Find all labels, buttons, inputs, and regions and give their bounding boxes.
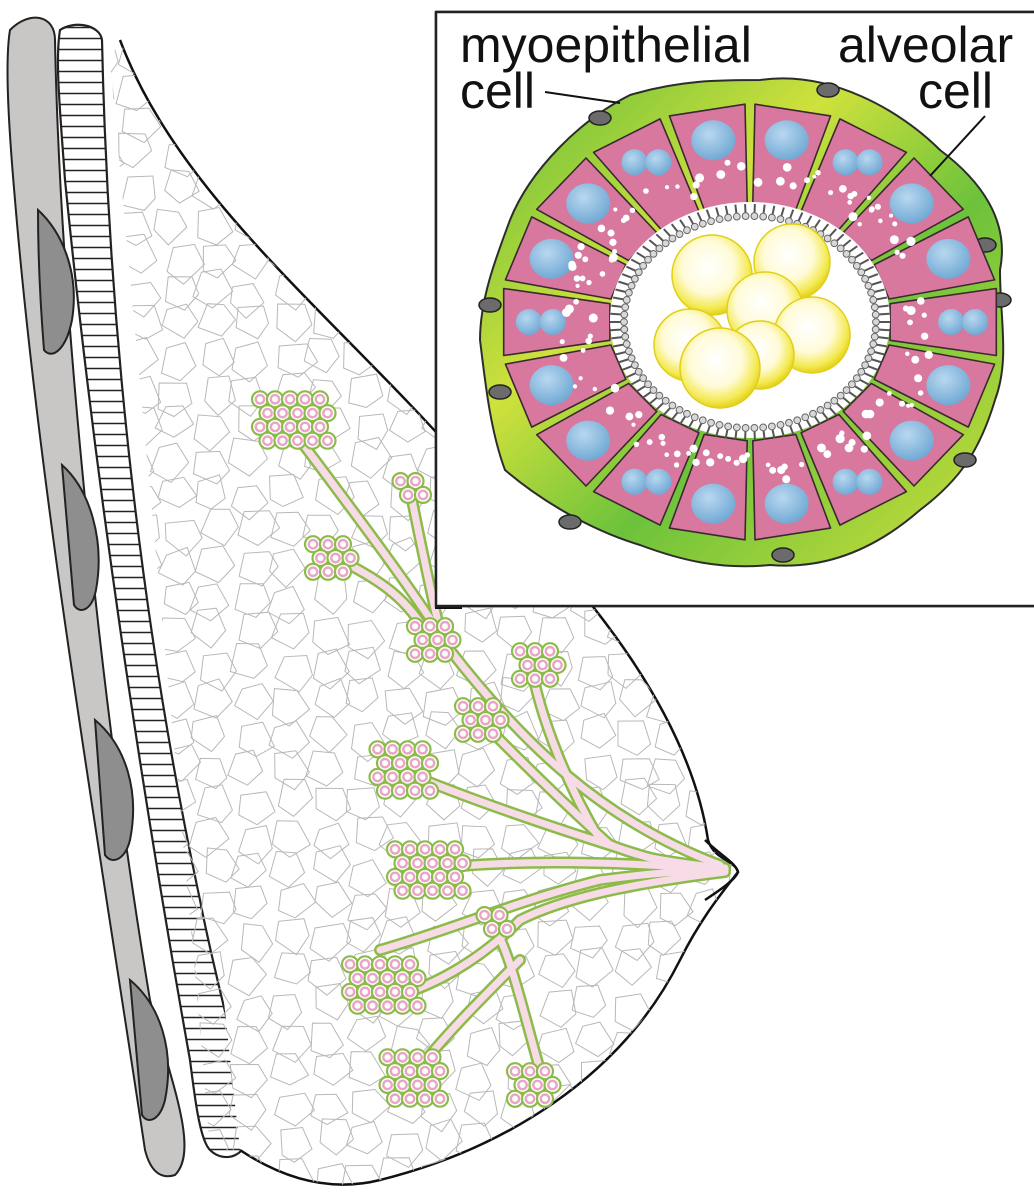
alveolus bbox=[522, 1091, 538, 1107]
alveolus bbox=[422, 646, 438, 662]
nucleus bbox=[621, 469, 647, 495]
nucleus bbox=[516, 309, 542, 335]
alveolus bbox=[455, 726, 471, 742]
myoepithelial-nucleus bbox=[489, 385, 511, 399]
alveolus bbox=[402, 1091, 418, 1107]
alveolus bbox=[417, 1091, 433, 1107]
nucleus bbox=[765, 484, 809, 524]
nucleus bbox=[566, 421, 610, 461]
nucleus bbox=[691, 484, 735, 524]
alveolus bbox=[470, 726, 486, 742]
alveolus-inset: myoepithelial cell alveolar cell bbox=[436, 12, 1034, 606]
alveolus bbox=[320, 564, 336, 580]
nucleus bbox=[645, 149, 671, 175]
nucleus bbox=[621, 149, 647, 175]
alveolus bbox=[377, 783, 393, 799]
alveolus bbox=[395, 998, 411, 1014]
alveolus bbox=[410, 998, 426, 1014]
nucleus bbox=[833, 469, 859, 495]
alveolus bbox=[484, 921, 500, 937]
alveolus bbox=[512, 671, 528, 687]
alveolus bbox=[407, 646, 423, 662]
alveolus bbox=[305, 433, 321, 449]
alveolus bbox=[410, 883, 426, 899]
alveolus bbox=[290, 433, 306, 449]
myoepithelial-nucleus bbox=[559, 515, 581, 529]
alveolus bbox=[440, 883, 456, 899]
alveolus bbox=[392, 783, 408, 799]
nucleus bbox=[691, 120, 735, 160]
nucleus bbox=[833, 149, 859, 175]
nucleus bbox=[566, 183, 610, 223]
nucleus bbox=[645, 469, 671, 495]
alveolus bbox=[305, 564, 321, 580]
myoepithelial-nucleus bbox=[954, 453, 976, 467]
myoepithelial-nucleus bbox=[772, 548, 794, 562]
nucleus bbox=[765, 120, 809, 160]
myoepithelial-nucleus bbox=[479, 298, 501, 312]
alveolus bbox=[395, 883, 411, 899]
alveolus bbox=[275, 433, 291, 449]
alveolus bbox=[387, 1091, 403, 1107]
alveolus bbox=[335, 564, 351, 580]
alveolus bbox=[415, 487, 431, 503]
alveolar-label-line2: cell bbox=[918, 63, 993, 119]
nucleus bbox=[530, 365, 574, 405]
nucleus bbox=[962, 309, 988, 335]
nucleus bbox=[857, 149, 883, 175]
myoepithelial-nucleus bbox=[817, 83, 839, 97]
nucleus bbox=[857, 469, 883, 495]
alveolus bbox=[542, 671, 558, 687]
alveolus bbox=[432, 1091, 448, 1107]
myoepithelial-label-line2: cell bbox=[460, 63, 535, 119]
nucleus bbox=[530, 239, 574, 279]
alveolus bbox=[499, 921, 515, 937]
nucleus bbox=[926, 239, 970, 279]
alveolus bbox=[400, 487, 416, 503]
nucleus bbox=[890, 421, 934, 461]
milk-droplet bbox=[680, 328, 760, 408]
alveolus bbox=[527, 671, 543, 687]
alveolus bbox=[485, 726, 501, 742]
nucleus bbox=[540, 309, 566, 335]
alveolus bbox=[350, 998, 366, 1014]
nucleus bbox=[926, 365, 970, 405]
alveolus bbox=[407, 783, 423, 799]
alveolus bbox=[425, 883, 441, 899]
alveolus bbox=[507, 1091, 523, 1107]
alveolus bbox=[365, 998, 381, 1014]
nucleus bbox=[890, 183, 934, 223]
alveolus bbox=[422, 783, 438, 799]
myoepithelial-nucleus bbox=[589, 111, 611, 125]
alveolus bbox=[437, 646, 453, 662]
alveolus bbox=[320, 433, 336, 449]
alveolus bbox=[260, 433, 276, 449]
nucleus bbox=[938, 309, 964, 335]
alveolus bbox=[455, 883, 471, 899]
alveolus bbox=[537, 1091, 553, 1107]
alveolus bbox=[380, 998, 396, 1014]
